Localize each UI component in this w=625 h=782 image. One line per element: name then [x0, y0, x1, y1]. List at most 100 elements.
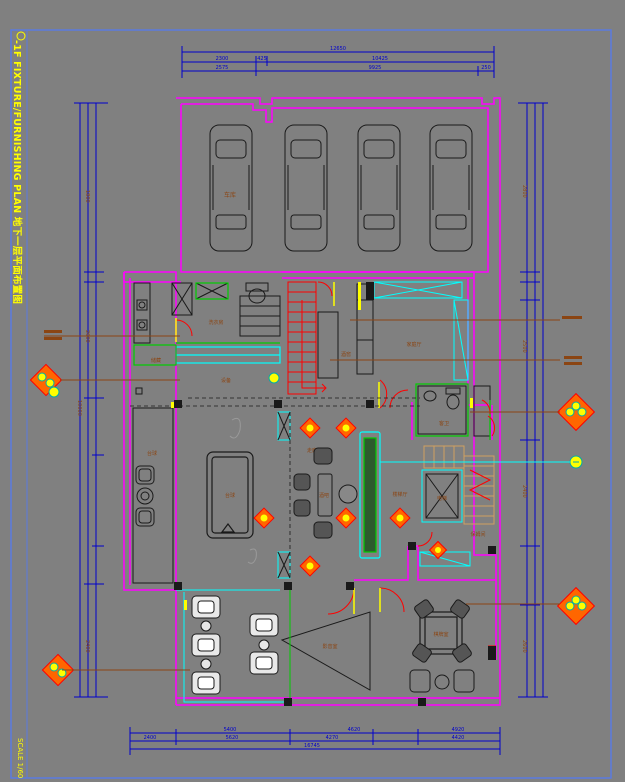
ceiling-light-icon [428, 540, 448, 560]
staircase-icon [287, 281, 327, 395]
dim-bottom-lower-4: 4420 [452, 735, 465, 741]
structural-columns [174, 282, 496, 706]
room-label-bar: 酒吧 [319, 492, 329, 499]
basin-icon [423, 390, 437, 402]
ceiling-light-icon [299, 417, 321, 439]
garage-cars [209, 124, 473, 252]
svg-text:10000: 10000 [76, 400, 82, 416]
car-icon [429, 124, 473, 252]
room-label-wine: 酒窖 [341, 351, 351, 358]
door-swing-icon [481, 399, 491, 415]
laundry-fixtures [133, 282, 281, 395]
sofa-icon [249, 651, 279, 675]
ceiling-light-icon [335, 417, 357, 439]
chair-icon [293, 499, 311, 517]
dim-top-upper-2: 425 [257, 56, 267, 62]
chair-icon [414, 599, 434, 619]
door-swing-icon [417, 531, 433, 547]
green-partitions [133, 282, 280, 366]
armchair-icon [453, 669, 475, 693]
ceiling-light-icon [335, 507, 357, 529]
room-label-billiards-table: 台球 [225, 492, 235, 499]
bottom-dimension-lines [129, 727, 501, 755]
dim-top-upper-3: 10425 [372, 56, 388, 62]
sofa-icon [191, 595, 221, 619]
chair-icon [317, 473, 333, 517]
chair-icon [450, 599, 470, 619]
room-label-maid: 保姆间 [470, 531, 485, 538]
dim-bottom-upper-3: 4920 [452, 727, 465, 733]
elevator-icon [425, 473, 459, 519]
room-label-billiards-left: 台球 [147, 450, 157, 457]
toilet-icon [445, 387, 461, 410]
room-label-guest-bath: 客卫 [439, 420, 449, 427]
sofa-icon [191, 633, 221, 657]
column-screens-x [277, 411, 291, 579]
billiard-chairs [135, 465, 155, 527]
dim-bottom-lower-3: 4270 [326, 735, 339, 741]
room-label-theater: 影音室 [322, 643, 337, 650]
theater-seats [191, 595, 279, 695]
room-label-stair-hall: 楼梯厅 [392, 491, 407, 498]
sheet-border [10, 29, 612, 779]
mahjong-table [419, 611, 463, 655]
leader-tags [44, 316, 582, 365]
chair-icon [293, 473, 311, 491]
theater-cyan-wall [176, 589, 284, 703]
ceiling-light-icon [253, 507, 275, 529]
wine-cabinet-cyan [373, 281, 469, 381]
dim-bottom-upper-2: 4620 [348, 727, 361, 733]
bar-stools [293, 447, 358, 539]
door-swing-icon [379, 587, 405, 613]
stool-icon [338, 484, 358, 504]
billiards-area [132, 407, 174, 584]
dim-bottom-total: 16745 [304, 743, 320, 749]
leader-lines [44, 319, 560, 671]
dim-top-lower-3: 250 [481, 65, 491, 71]
dim-bottom-lower-1: 2400 [144, 735, 157, 741]
billiard-table-icon [206, 451, 254, 539]
elevator-shaft-cyan [421, 469, 463, 523]
drawing-title: -1F FIXTURE/FURNISHING PLAN 地下一层平面布置图 [13, 40, 22, 305]
side-stair [423, 445, 495, 525]
ceiling-light-icon [556, 392, 596, 432]
room-label-equipment: 设备 [221, 377, 231, 384]
car-icon [357, 124, 401, 252]
svg-text:1800: 1800 [84, 190, 90, 203]
dim-top-upper-1: 2300 [216, 56, 229, 62]
armchair-icon [135, 507, 155, 527]
room-label-lift: 电梯 [437, 495, 447, 502]
room-label-hall: 走廊 [307, 447, 317, 454]
right-dimension-lines [518, 102, 548, 698]
theater-small-tables [200, 620, 270, 670]
armchair-icon [409, 669, 431, 693]
toilet-icon [245, 282, 269, 304]
svg-text:2600: 2600 [521, 640, 527, 653]
chair-icon [412, 643, 432, 663]
door-leaves [175, 282, 381, 614]
top-dimension-lines [181, 46, 495, 78]
svg-text:2500: 2500 [521, 340, 527, 353]
ceiling-light-icon [556, 586, 596, 626]
svg-text:2400: 2400 [84, 640, 90, 653]
scale-label: SCALE 1/60 [16, 738, 24, 778]
guest-bath-green [415, 383, 491, 440]
door-swing-icon [379, 379, 388, 409]
room-label-mahjong: 棋牌室 [433, 631, 448, 638]
projection-cone [280, 611, 371, 691]
sheet-corner-marker [16, 31, 26, 41]
lamp-icon [48, 386, 60, 398]
ceiling-light-icon [299, 555, 321, 577]
bar-counter [359, 431, 381, 559]
room-label-garage: 车库 [224, 191, 236, 199]
car-icon [284, 124, 328, 252]
ceiling-lights [29, 363, 596, 687]
mahjong-lounge [409, 669, 475, 693]
dim-bottom-upper-1: 5400 [224, 727, 237, 733]
sofa-icon [191, 671, 221, 695]
door-swing-icon [175, 319, 193, 337]
sofa-icon [249, 613, 279, 637]
ceiling-light-icon [268, 372, 280, 384]
door-swing-icon [327, 587, 355, 615]
